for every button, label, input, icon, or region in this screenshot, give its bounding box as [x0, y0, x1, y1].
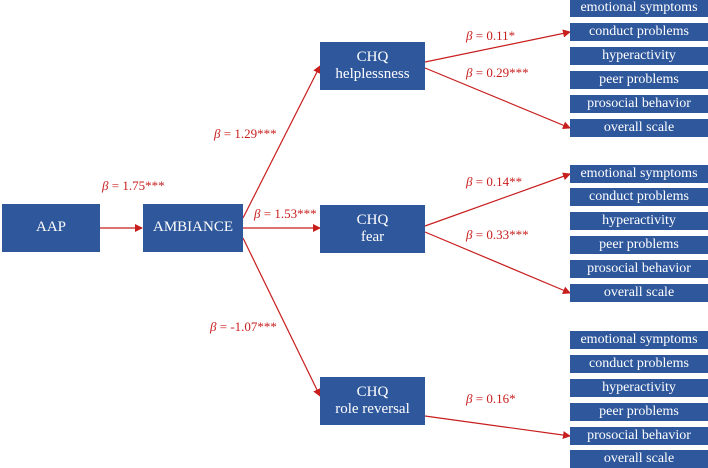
arrow-fear-emotional	[424, 172, 571, 227]
outcome-1-peer-problems: peer problems	[570, 71, 708, 89]
outcome-1-prosocial-behavior: prosocial behavior	[570, 95, 708, 113]
outcome-1-hyperactivity: hyperactivity	[570, 47, 708, 65]
node-chq-role-reversal: CHQ role reversal	[320, 377, 425, 425]
outcome-3-conduct-problems: conduct problems	[570, 355, 708, 373]
node-chq-fear-label: CHQ fear	[356, 211, 389, 245]
beta-fear-overall: β = 0.33***	[466, 227, 529, 242]
node-aap-label: AAP	[35, 219, 66, 236]
arrow-ambiance-helplessness	[242, 65, 321, 219]
outcome-3-hyperactivity: hyperactivity	[570, 379, 708, 397]
outcome-2-conduct-problems: conduct problems	[570, 188, 708, 206]
node-chq-helplessness: CHQ helplessness	[320, 42, 425, 90]
outcome-1-conduct-problems: conduct problems	[570, 23, 708, 41]
arrow-helplessness-conduct	[424, 29, 571, 63]
outcome-2-overall-scale: overall scale	[570, 284, 708, 302]
outcome-2-emotional-symptoms: emotional symptoms	[570, 165, 708, 183]
beta-ambiance-fear: β = 1.53***	[254, 206, 317, 221]
beta-helplessness-conduct: β = 0.11*	[466, 28, 516, 43]
node-chq-role-reversal-label: CHQ role reversal	[335, 383, 410, 417]
beta-fear-emotional: β = 0.14**	[466, 174, 523, 189]
arrow-role-reversal-prosocial	[424, 415, 571, 440]
node-ambiance: AMBIANCE	[143, 204, 243, 252]
node-chq-helplessness-label: CHQ helplessness	[335, 48, 410, 82]
outcome-2-peer-problems: peer problems	[570, 236, 708, 254]
outcome-1-emotional-symptoms: emotional symptoms	[570, 0, 708, 17]
outcome-3-prosocial-behavior: prosocial behavior	[570, 427, 708, 445]
outcome-2-prosocial-behavior: prosocial behavior	[570, 260, 708, 278]
beta-aap-ambiance: β = 1.75***	[102, 178, 165, 193]
arrow-helplessness-overall	[424, 67, 571, 130]
outcome-1-overall-scale: overall scale	[570, 119, 708, 137]
beta-ambiance-helplessness: β = 1.29***	[214, 126, 277, 141]
beta-helplessness-overall: β = 0.29***	[466, 65, 529, 80]
arrow-fear-overall	[424, 231, 571, 294]
outcome-3-peer-problems: peer problems	[570, 403, 708, 421]
beta-ambiance-role-reversal: β = -1.07***	[210, 319, 277, 334]
node-chq-fear: CHQ fear	[320, 205, 425, 253]
arrow-ambiance-role-reversal	[242, 237, 321, 397]
outcome-3-overall-scale: overall scale	[570, 450, 708, 468]
node-ambiance-label: AMBIANCE	[152, 219, 233, 236]
node-aap: AAP	[2, 204, 100, 252]
outcome-2-hyperactivity: hyperactivity	[570, 212, 708, 230]
outcome-3-emotional-symptoms: emotional symptoms	[570, 331, 708, 349]
beta-role-reversal-prosocial: β = 0.16*	[466, 391, 516, 406]
